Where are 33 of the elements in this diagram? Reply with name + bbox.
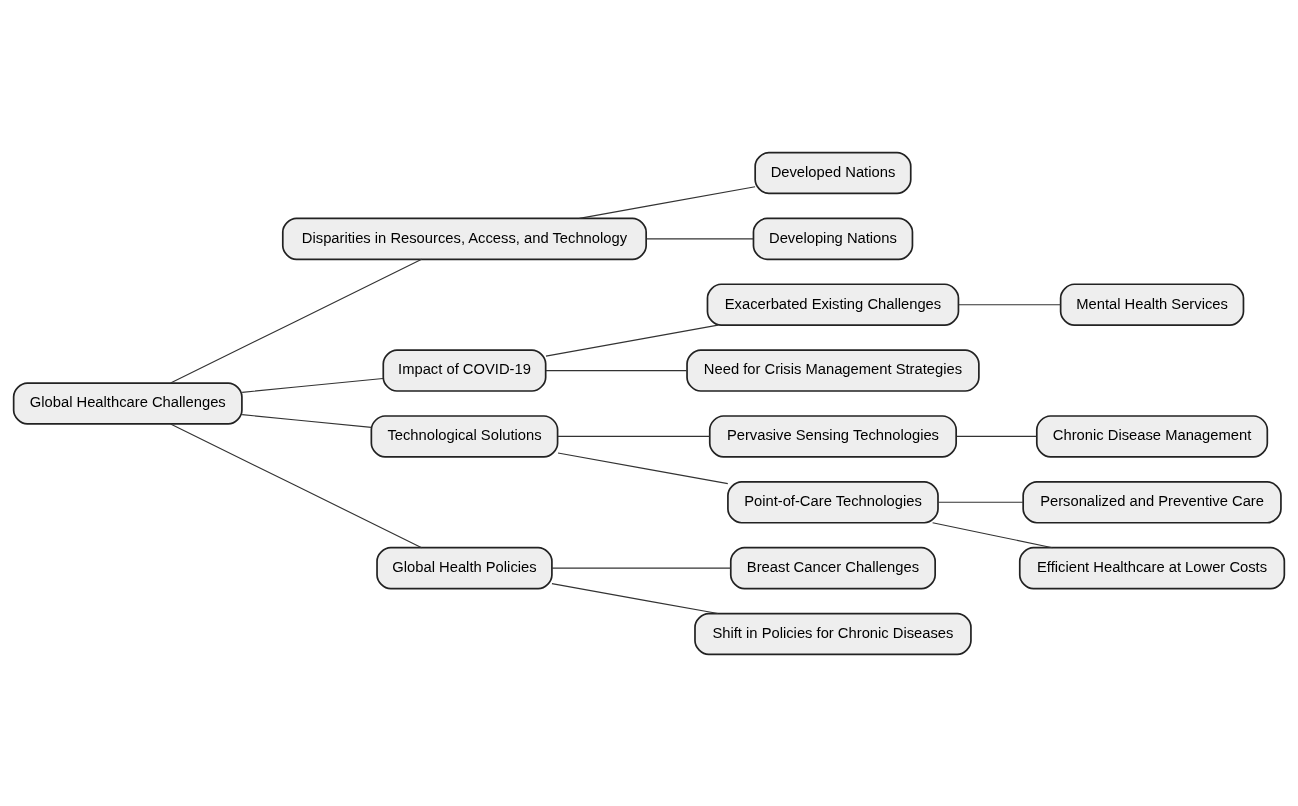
connector [557,435,711,437]
connector [545,369,688,371]
connector [646,237,754,239]
node-box: Point-of-Care Technologies [727,480,939,524]
node-box: Global Health Policies [376,546,553,589]
node-box: Need for Crisis Management Strategies [686,348,980,392]
node-box: Disparities in Resources, Access, and Technology [281,217,647,260]
connector [932,521,1054,548]
node-box: Efficient Healthcare at Lower Costs [1018,546,1286,589]
node-box: Pervasive Sensing Technologies [708,414,957,458]
connector [557,452,729,484]
connector [170,422,423,548]
node-box: Developed Nations [754,151,912,194]
connector [958,303,1062,305]
node-box: Shift in Policies for Chronic Diseases [694,612,972,655]
node-box: Mental Health Services [1059,282,1245,326]
node-box: Breast Cancer Challenges [729,546,936,589]
connector [241,377,384,393]
node-box: Personalized and Preventive Care [1022,480,1282,524]
connector [551,582,719,614]
node-box: Impact of COVID-19 [382,348,547,392]
node-box: Developing Nations [752,217,914,260]
connector [937,501,1024,503]
connector [551,567,732,569]
node-box: Exacerbated Existing Challenges [706,282,960,326]
connector [956,435,1038,437]
connector [545,324,719,357]
node-box: Technological Solutions [370,414,559,458]
connector [170,258,423,384]
connector [578,185,756,219]
connector [241,413,372,428]
node-box: Global Healthcare Challenges [12,381,243,425]
node-box: Chronic Disease Management [1035,414,1269,458]
